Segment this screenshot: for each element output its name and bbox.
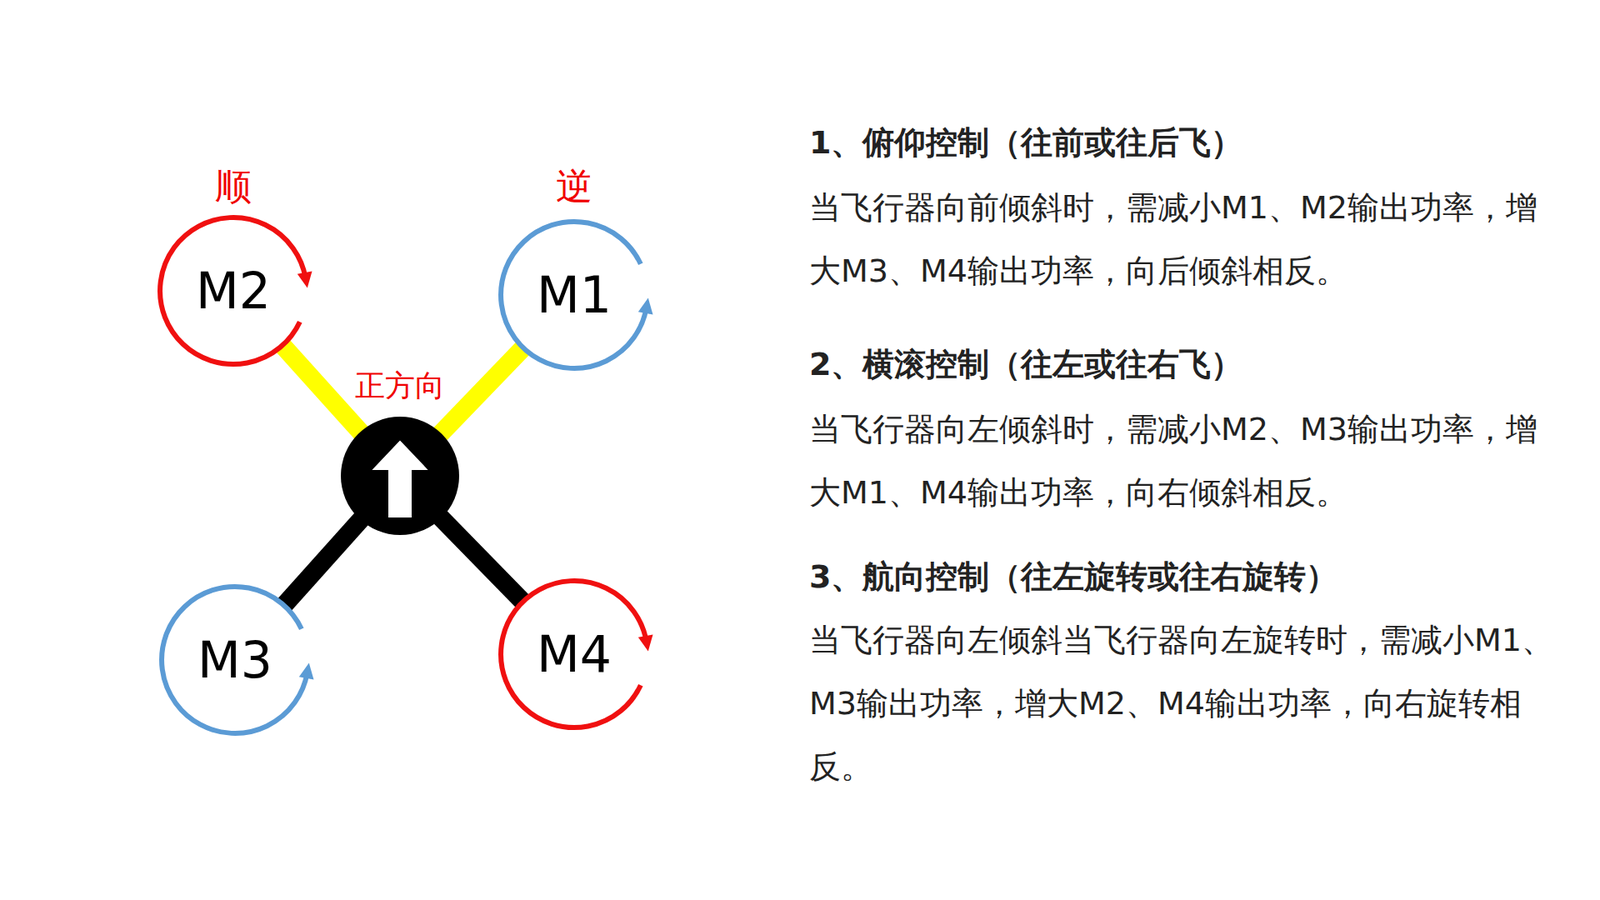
body-hub bbox=[340, 416, 460, 535]
motor-circle: M4 bbox=[490, 570, 658, 738]
rotation-direction: 顺 bbox=[215, 165, 252, 210]
section-body: 当飞行器向前倾斜时，需减小M1、M2输出功率，增大M3、M4输出功率，向后倾斜相… bbox=[809, 175, 1555, 303]
section-body: 当飞行器向左倾斜当飞行器向左旋转时，需减小M1、M3输出功率，增大M2、M4输出… bbox=[809, 608, 1555, 799]
section-heading: 3、航向控制（往左旋转或往右旋转） bbox=[809, 545, 1560, 609]
rotation-direction: 逆 bbox=[555, 165, 593, 210]
motor-label: M1 bbox=[490, 211, 658, 379]
heading-arrow bbox=[370, 439, 430, 519]
forward-label: 正方向 bbox=[355, 367, 445, 404]
motor-circle: M3 bbox=[151, 576, 319, 744]
motor-circle: M1 bbox=[490, 211, 658, 379]
section-body: 当飞行器向左倾斜时，需减小M2、M3输出功率，增大M1、M4输出功率，向右倾斜相… bbox=[809, 397, 1555, 525]
motor-label: M3 bbox=[151, 576, 319, 744]
section-heading: 1、俯仰控制（往前或往后飞） bbox=[809, 110, 1560, 175]
motor-label: M4 bbox=[490, 570, 658, 738]
motor-circle: M2 bbox=[150, 207, 317, 375]
motor-label: M2 bbox=[150, 207, 317, 375]
section-heading: 2、横滚控制（往左或往右飞） bbox=[809, 332, 1560, 396]
